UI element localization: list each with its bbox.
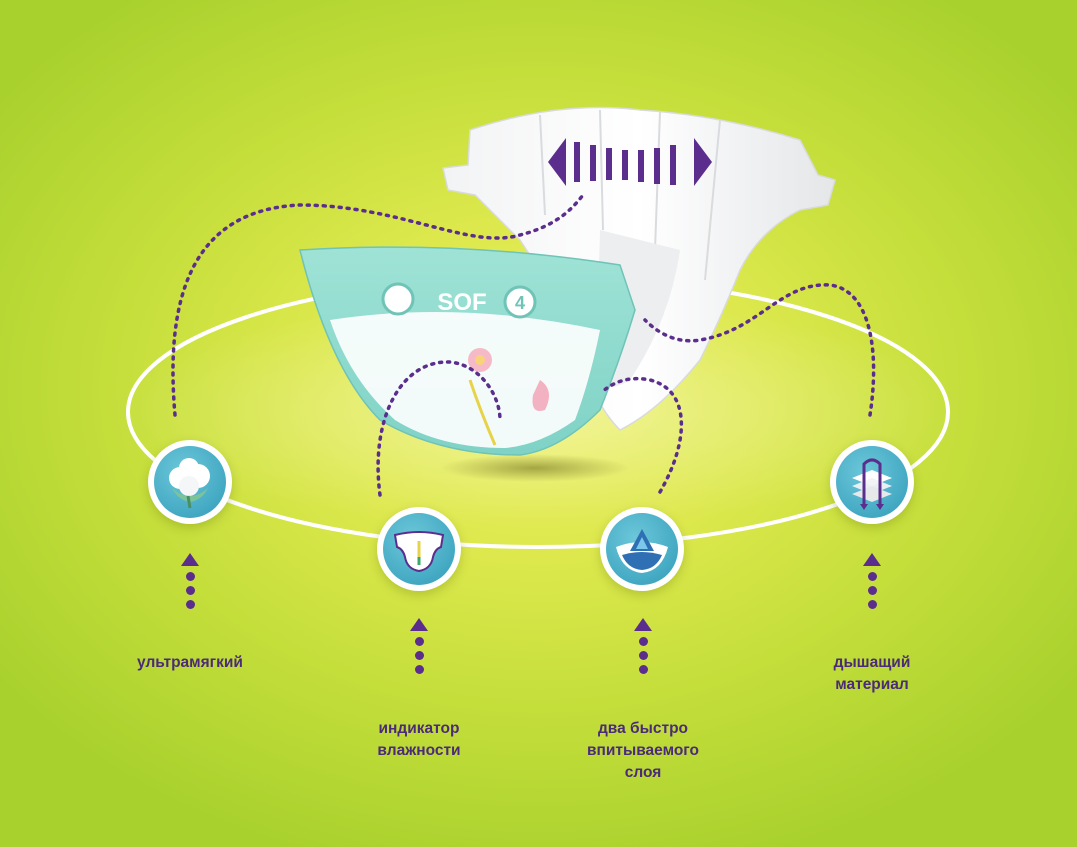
feature-ultrasoft-badge — [148, 440, 232, 524]
pointer-layers — [633, 618, 653, 679]
label-wetness: индикатор влажности — [377, 720, 461, 759]
size-circle — [503, 285, 537, 319]
label-ultrasoft: ультрамягкий — [137, 654, 243, 671]
animal-print — [532, 380, 549, 411]
feature-breathable-badge — [830, 440, 914, 524]
size-number: 4 — [515, 293, 525, 313]
label-breathable: дышащий материал — [833, 654, 911, 693]
label-layers: два быстро впитываемого слоя — [586, 720, 700, 781]
front-print-area — [330, 312, 600, 448]
wetness-stripe — [468, 379, 497, 446]
feature-layers-badge — [600, 507, 684, 591]
diaper-shadow — [440, 454, 630, 482]
breathable-material-icon — [852, 458, 892, 510]
pointer-ultrasoft — [180, 553, 200, 614]
pointer-wetness — [409, 618, 429, 679]
connector-lines — [171, 193, 876, 497]
absorbent-layers-icon — [616, 529, 668, 573]
waistband-texture — [539, 109, 721, 281]
pointer-breathable — [862, 553, 882, 614]
logo-pattern-circle — [381, 282, 415, 316]
diaper-indicator-icon — [393, 531, 445, 573]
brand-logo: SOF — [437, 289, 486, 316]
feature-wetness-badge — [377, 507, 461, 591]
cotton-icon — [169, 458, 210, 509]
stretch-arrows — [548, 138, 712, 186]
